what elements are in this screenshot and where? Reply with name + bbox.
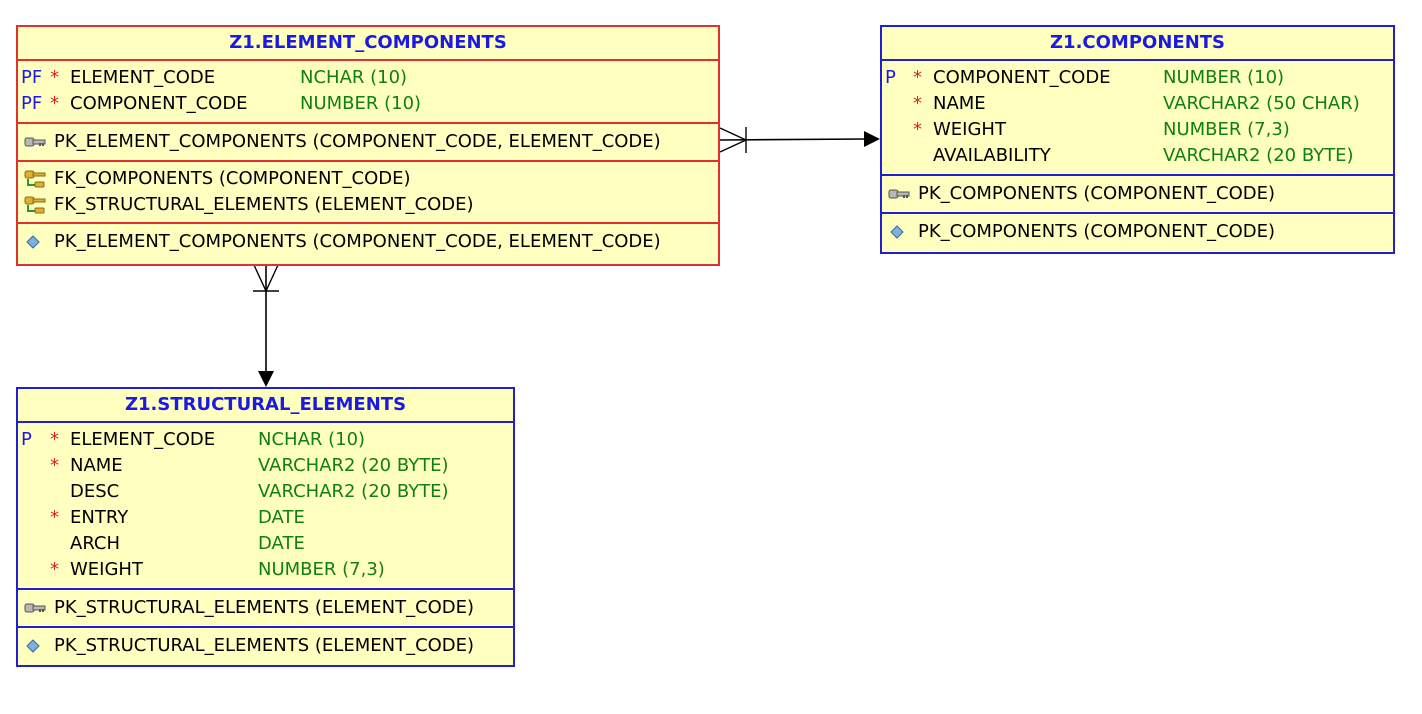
column-row[interactable]: ARCH DATE (18, 531, 513, 557)
column-key-flag: PF (21, 93, 43, 114)
foreign-key-row[interactable]: FK_STRUCTURAL_ELEMENTS (ELEMENT_CODE) (18, 192, 718, 218)
column-type: VARCHAR2 (20 BYTE) (258, 481, 449, 502)
column-name: ARCH (70, 533, 121, 554)
column-name: AVAILABILITY (933, 145, 1051, 166)
required-marker: * (50, 559, 59, 580)
columns-section: PF * ELEMENT_CODE NCHAR (10) PF * COMPON… (18, 59, 718, 122)
entity-title: Z1.ELEMENT_COMPONENTS (229, 32, 507, 53)
column-row[interactable]: P * COMPONENT_CODE NUMBER (10) (882, 65, 1393, 91)
column-type: NCHAR (10) (300, 67, 408, 88)
primary-key-row[interactable]: PK_COMPONENTS (COMPONENT_CODE) (882, 176, 1393, 212)
column-name: NAME (933, 93, 986, 114)
index-row[interactable]: PK_ELEMENT_COMPONENTS (COMPONENT_CODE, E… (18, 224, 718, 260)
required-marker: * (50, 455, 59, 476)
column-row[interactable]: PF * COMPONENT_CODE NUMBER (10) (18, 91, 718, 117)
column-row[interactable]: * WEIGHT NUMBER (7,3) (882, 117, 1393, 143)
primary-key-text: PK_ELEMENT_COMPONENTS (COMPONENT_CODE, E… (54, 131, 661, 152)
key-icon (888, 189, 910, 199)
entity-element-components[interactable]: Z1.ELEMENT_COMPONENTS PF * ELEMENT_CODE … (16, 25, 720, 266)
column-row[interactable]: * WEIGHT NUMBER (7,3) (18, 557, 513, 583)
required-marker: * (913, 93, 922, 114)
column-row[interactable]: * NAME VARCHAR2 (50 CHAR) (882, 91, 1393, 117)
primary-key-section: PK_STRUCTURAL_ELEMENTS (ELEMENT_CODE) (18, 588, 513, 626)
column-name: ELEMENT_CODE (70, 67, 216, 88)
required-marker: * (50, 429, 59, 450)
column-key-flag: P (21, 429, 32, 450)
foreign-key-text: FK_STRUCTURAL_ELEMENTS (ELEMENT_CODE) (54, 194, 474, 215)
column-name: COMPONENT_CODE (70, 93, 248, 114)
key-icon (24, 603, 46, 613)
column-type: DATE (258, 507, 305, 528)
indexes-section: PK_STRUCTURAL_ELEMENTS (ELEMENT_CODE) (18, 626, 513, 664)
column-type: NCHAR (10) (258, 429, 366, 450)
column-type: NUMBER (7,3) (258, 559, 385, 580)
required-marker: * (913, 119, 922, 140)
key-icon (24, 137, 46, 147)
index-row[interactable]: PK_STRUCTURAL_ELEMENTS (ELEMENT_CODE) (18, 628, 513, 664)
column-type: DATE (258, 533, 305, 554)
primary-key-text: PK_COMPONENTS (COMPONENT_CODE) (918, 183, 1275, 204)
column-name: ELEMENT_CODE (70, 429, 216, 450)
required-marker: * (50, 67, 59, 88)
index-diamond-icon (26, 235, 40, 249)
column-key-flag: PF (21, 67, 43, 88)
column-row[interactable]: * ENTRY DATE (18, 505, 513, 531)
index-row[interactable]: PK_COMPONENTS (COMPONENT_CODE) (882, 214, 1393, 250)
column-row[interactable]: * NAME VARCHAR2 (20 BYTE) (18, 453, 513, 479)
primary-key-section: PK_ELEMENT_COMPONENTS (COMPONENT_CODE, E… (18, 122, 718, 160)
column-name: COMPONENT_CODE (933, 67, 1111, 88)
column-name: WEIGHT (70, 559, 143, 580)
index-text: PK_STRUCTURAL_ELEMENTS (ELEMENT_CODE) (54, 635, 475, 656)
column-row[interactable]: PF * ELEMENT_CODE NCHAR (10) (18, 65, 718, 91)
required-marker: * (50, 93, 59, 114)
columns-section: P * COMPONENT_CODE NUMBER (10) * NAME VA… (882, 59, 1393, 174)
entity-structural-elements[interactable]: Z1.STRUCTURAL_ELEMENTS P * ELEMENT_CODE … (16, 387, 515, 667)
column-type: NUMBER (10) (300, 93, 422, 114)
column-type: VARCHAR2 (20 BYTE) (1163, 145, 1354, 166)
entity-title: Z1.STRUCTURAL_ELEMENTS (124, 394, 407, 415)
column-type: VARCHAR2 (20 BYTE) (258, 455, 449, 476)
column-row[interactable]: AVAILABILITY VARCHAR2 (20 BYTE) (882, 143, 1393, 169)
column-row[interactable]: DESC VARCHAR2 (20 BYTE) (18, 479, 513, 505)
columns-section: P * ELEMENT_CODE NCHAR (10) * NAME VARCH… (18, 421, 513, 588)
index-text: PK_COMPONENTS (COMPONENT_CODE) (918, 221, 1275, 242)
column-type: NUMBER (10) (1163, 67, 1285, 88)
required-marker: * (913, 67, 922, 88)
foreign-key-icon (24, 196, 46, 214)
column-row[interactable]: P * ELEMENT_CODE NCHAR (10) (18, 427, 513, 453)
index-diamond-icon (890, 225, 904, 239)
relationship-element-components-to-components[interactable] (719, 127, 880, 153)
primary-key-row[interactable]: PK_ELEMENT_COMPONENTS (COMPONENT_CODE, E… (18, 124, 718, 160)
required-marker: * (50, 507, 59, 528)
relationship-element-components-to-structural-elements[interactable] (253, 264, 279, 387)
entity-components[interactable]: Z1.COMPONENTS P * COMPONENT_CODE NUMBER … (880, 25, 1395, 254)
column-name: WEIGHT (933, 119, 1006, 140)
column-type: NUMBER (7,3) (1163, 119, 1290, 140)
column-type: VARCHAR2 (50 CHAR) (1163, 93, 1360, 114)
index-text: PK_ELEMENT_COMPONENTS (COMPONENT_CODE, E… (54, 231, 661, 252)
column-name: ENTRY (70, 507, 129, 528)
column-key-flag: P (885, 67, 896, 88)
entity-title: Z1.COMPONENTS (1050, 32, 1225, 53)
foreign-keys-section: FK_COMPONENTS (COMPONENT_CODE) FK_STRUCT… (18, 160, 718, 222)
column-name: DESC (70, 481, 120, 502)
primary-key-section: PK_COMPONENTS (COMPONENT_CODE) (882, 174, 1393, 212)
indexes-section: PK_COMPONENTS (COMPONENT_CODE) (882, 212, 1393, 250)
foreign-key-text: FK_COMPONENTS (COMPONENT_CODE) (54, 168, 411, 189)
foreign-key-icon (24, 170, 46, 188)
column-name: NAME (70, 455, 123, 476)
primary-key-row[interactable]: PK_STRUCTURAL_ELEMENTS (ELEMENT_CODE) (18, 590, 513, 626)
indexes-section: PK_ELEMENT_COMPONENTS (COMPONENT_CODE, E… (18, 222, 718, 260)
primary-key-text: PK_STRUCTURAL_ELEMENTS (ELEMENT_CODE) (54, 597, 475, 618)
index-diamond-icon (26, 639, 40, 653)
foreign-key-row[interactable]: FK_COMPONENTS (COMPONENT_CODE) (18, 166, 718, 192)
